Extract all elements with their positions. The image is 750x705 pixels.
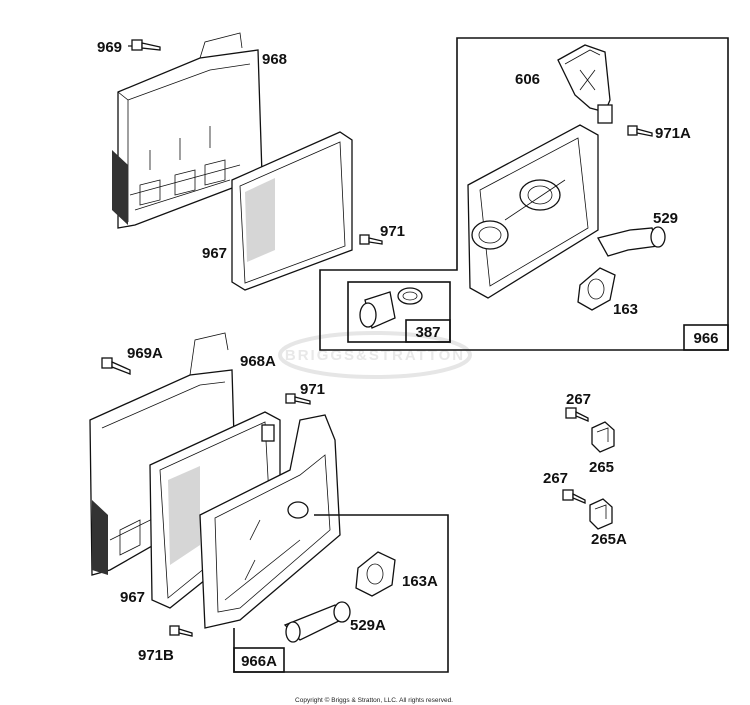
air-cleaner-base-966A	[199, 414, 341, 629]
callout-966A: 966A	[241, 653, 277, 670]
callout-265A: 265A	[591, 531, 627, 548]
callout-971-mid: 971	[300, 381, 325, 398]
clip-265	[591, 421, 615, 453]
elbow-529A	[283, 601, 351, 643]
callout-969: 969	[97, 39, 122, 56]
kit-frame-966	[319, 37, 729, 351]
callout-971-top: 971	[380, 223, 405, 240]
callout-163A: 163A	[402, 573, 438, 590]
callout-968: 968	[262, 51, 287, 68]
callout-966: 966	[693, 330, 718, 347]
gasket-163	[577, 267, 616, 311]
kit-label-box-966	[683, 324, 729, 351]
callout-265: 265	[589, 459, 614, 476]
kit-label-box-966A	[233, 647, 285, 673]
watermark-logo: BRIGGS&STRATTON	[278, 331, 472, 379]
callout-163: 163	[613, 301, 638, 318]
bracket-606	[557, 44, 613, 124]
callout-969A: 969A	[127, 345, 163, 362]
callout-971B: 971B	[138, 647, 174, 664]
breather-tube-387	[359, 287, 423, 329]
kit-frame-387	[347, 281, 451, 343]
screw-971-mid	[285, 393, 311, 405]
screw-971A	[627, 125, 653, 137]
callout-267-top: 267	[566, 391, 591, 408]
callout-968A: 968A	[240, 353, 276, 370]
callout-967-top: 967	[202, 245, 227, 262]
screw-267-top	[565, 407, 589, 422]
callout-267-bottom: 267	[543, 470, 568, 487]
callout-967-bottom: 967	[120, 589, 145, 606]
callout-387: 387	[415, 324, 440, 341]
copyright-notice: Copyright © Briggs & Stratton, LLC. All …	[295, 696, 453, 704]
callout-971A: 971A	[655, 125, 691, 142]
callout-529A: 529A	[350, 617, 386, 634]
callout-606: 606	[515, 71, 540, 88]
screw-969A	[101, 357, 131, 375]
callout-529: 529	[653, 210, 678, 227]
screw-969	[131, 39, 161, 51]
elbow-529	[597, 226, 666, 257]
watermark-text: BRIGGS&STRATTON	[285, 347, 465, 364]
gasket-163A	[355, 551, 396, 597]
kit-label-box-387	[405, 319, 451, 343]
screw-971B	[169, 625, 193, 637]
clip-265A	[589, 498, 613, 530]
air-cleaner-base-966	[467, 124, 599, 299]
screw-971-top	[359, 234, 383, 245]
screw-267-bottom	[562, 489, 586, 504]
air-filter-element-967-top	[231, 131, 353, 291]
